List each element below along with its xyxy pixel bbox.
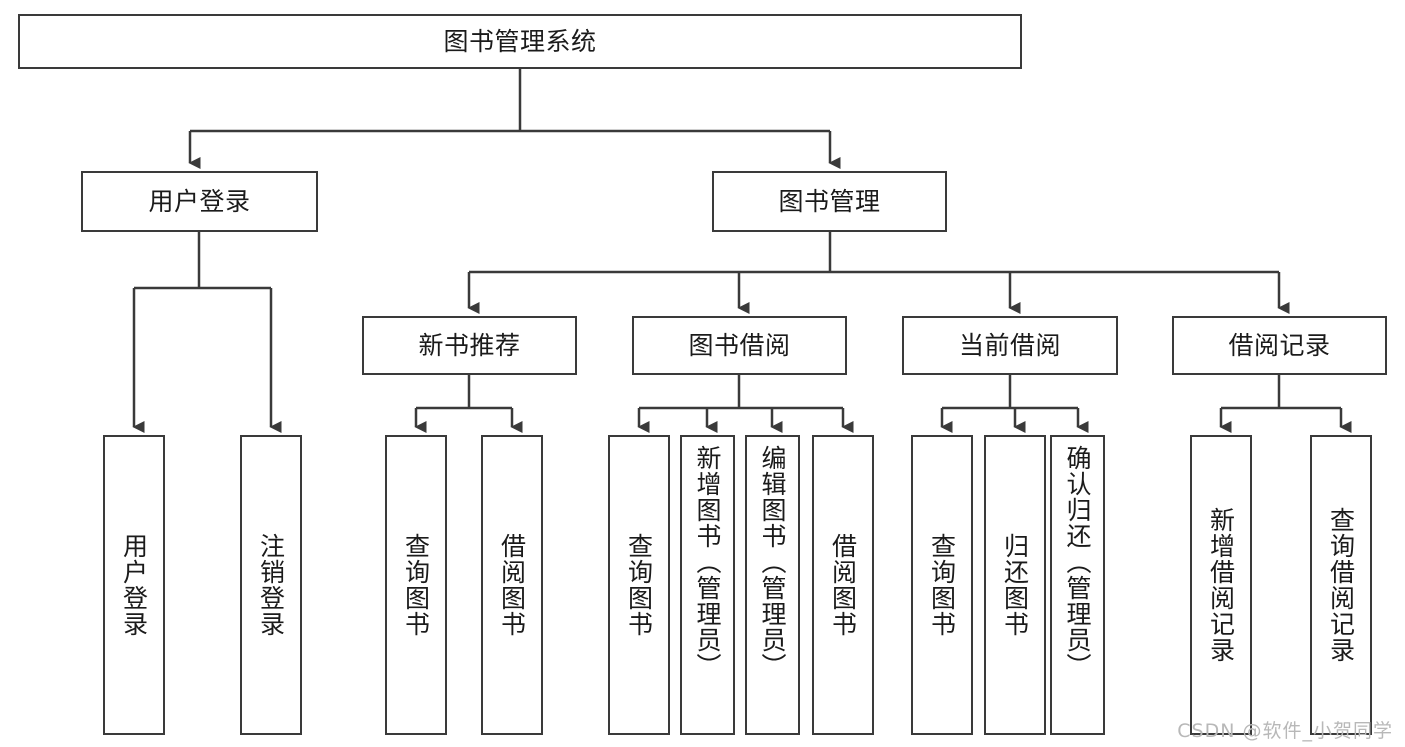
node-leaf-confirm-return[interactable]: 确认归还（管理员） [1050, 435, 1105, 735]
node-leaf-query-book-3-label: 查询图书 [927, 533, 957, 637]
node-new-book-rec[interactable]: 新书推荐 [362, 316, 577, 375]
node-leaf-return-book[interactable]: 归还图书 [984, 435, 1046, 735]
node-leaf-user-login-label: 用户登录 [119, 533, 149, 637]
node-leaf-add-record[interactable]: 新增借阅记录 [1190, 435, 1252, 735]
node-leaf-query-book-2-label: 查询图书 [624, 533, 654, 637]
node-book-borrow[interactable]: 图书借阅 [632, 316, 847, 375]
node-new-book-rec-label: 新书推荐 [418, 330, 521, 360]
node-book-manage[interactable]: 图书管理 [712, 171, 947, 232]
node-leaf-add-record-label: 新增借阅记录 [1206, 507, 1236, 663]
node-leaf-query-book-3[interactable]: 查询图书 [911, 435, 973, 735]
watermark-text: CSDN @软件_小贺同学 [1177, 720, 1393, 742]
node-borrow-record-label: 借阅记录 [1228, 330, 1331, 360]
node-user-login[interactable]: 用户登录 [81, 171, 318, 232]
node-root-label: 图书管理系统 [443, 26, 597, 56]
node-leaf-logout-login-label: 注销登录 [256, 533, 286, 637]
node-leaf-return-book-label: 归还图书 [1000, 533, 1030, 637]
node-leaf-borrow-book-1[interactable]: 借阅图书 [481, 435, 543, 735]
node-root[interactable]: 图书管理系统 [18, 14, 1022, 69]
node-leaf-query-record-label: 查询借阅记录 [1326, 507, 1356, 663]
node-book-manage-label: 图书管理 [778, 186, 881, 216]
node-leaf-borrow-book-2-label: 借阅图书 [828, 533, 858, 637]
node-current-borrow-label: 当前借阅 [958, 330, 1061, 360]
node-book-borrow-label: 图书借阅 [688, 330, 791, 360]
node-current-borrow[interactable]: 当前借阅 [902, 316, 1118, 375]
node-borrow-record[interactable]: 借阅记录 [1172, 316, 1387, 375]
node-user-login-label: 用户登录 [148, 186, 251, 216]
node-leaf-edit-book[interactable]: 编辑图书（管理员） [745, 435, 800, 735]
node-leaf-edit-book-label: 编辑图书（管理员） [758, 445, 787, 679]
node-leaf-add-book-label: 新增图书（管理员） [693, 445, 722, 679]
node-leaf-logout-login[interactable]: 注销登录 [240, 435, 302, 735]
node-leaf-query-book-1-label: 查询图书 [401, 533, 431, 637]
node-leaf-query-record[interactable]: 查询借阅记录 [1310, 435, 1372, 735]
node-leaf-borrow-book-1-label: 借阅图书 [497, 533, 527, 637]
node-leaf-confirm-return-label: 确认归还（管理员） [1063, 445, 1092, 679]
node-leaf-borrow-book-2[interactable]: 借阅图书 [812, 435, 874, 735]
node-leaf-query-book-1[interactable]: 查询图书 [385, 435, 447, 735]
node-leaf-add-book[interactable]: 新增图书（管理员） [680, 435, 735, 735]
node-leaf-user-login[interactable]: 用户登录 [103, 435, 165, 735]
node-leaf-query-book-2[interactable]: 查询图书 [608, 435, 670, 735]
